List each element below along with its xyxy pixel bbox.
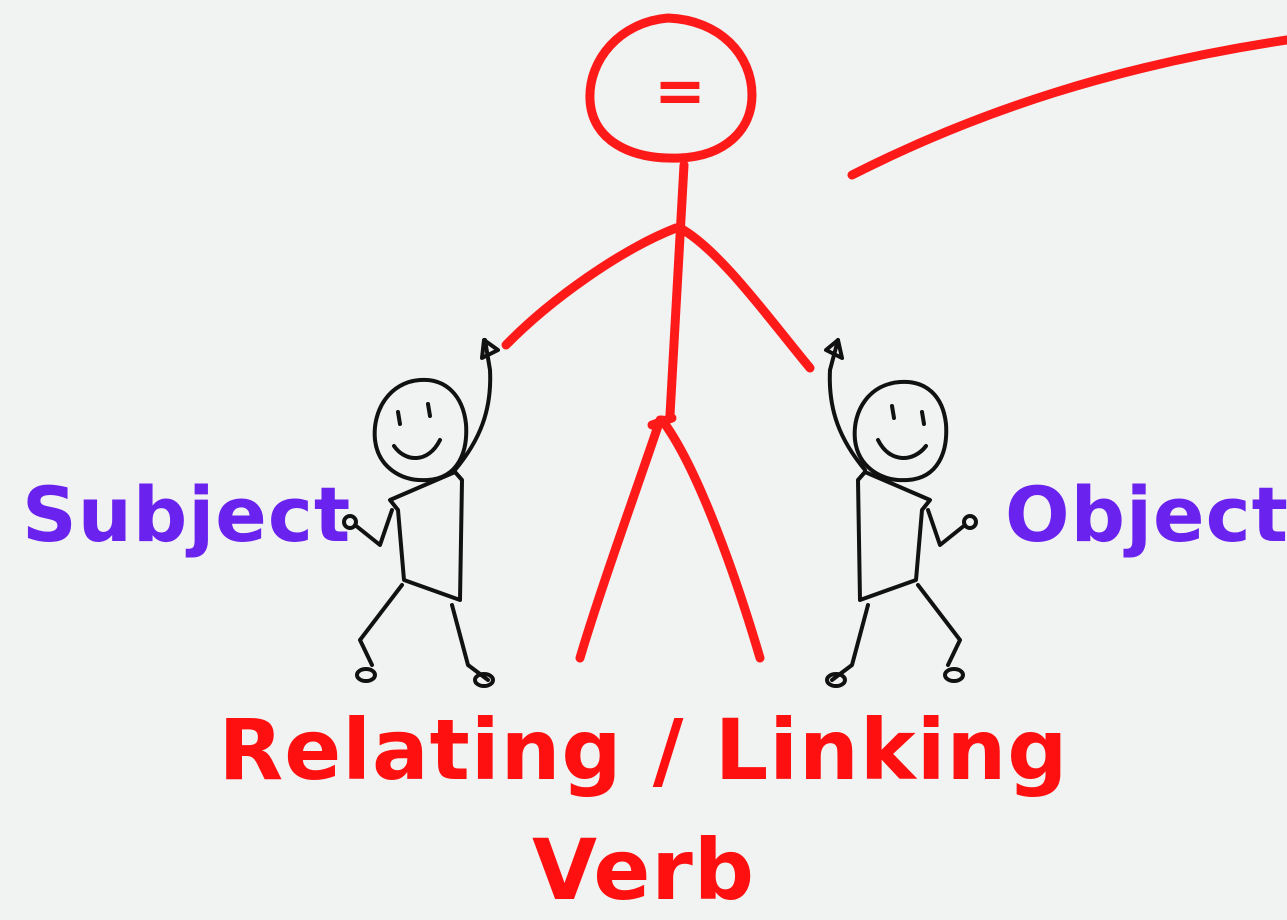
subject-figure-raised-arm	[453, 338, 493, 472]
verb-label-line2: Verb	[532, 821, 755, 919]
subject-figure-fist	[342, 514, 358, 530]
object-figure-eye-right	[920, 410, 926, 426]
subject-figure-eye-left	[396, 410, 402, 426]
connector-line	[847, 35, 1287, 180]
verb-figure-hip	[647, 413, 677, 430]
subject-figure-lower-arm	[353, 508, 394, 547]
object-figure-hand	[824, 338, 844, 360]
subject-figure-head	[372, 377, 469, 483]
subject-figure-right-leg	[450, 603, 490, 682]
subject-figure	[342, 338, 500, 688]
verb-label-line1: Relating / Linking	[218, 701, 1069, 799]
object-figure-left-leg	[830, 603, 870, 682]
subject-figure-eye-right	[426, 402, 432, 418]
object-figure-right-foot	[943, 667, 965, 683]
object-label: Object	[1005, 470, 1287, 559]
verb-figure-torso	[665, 160, 689, 420]
object-figure-fist	[962, 514, 978, 530]
object-figure-head	[852, 379, 949, 483]
object-figure-body	[856, 470, 932, 602]
verb-figure-left-leg	[575, 415, 665, 663]
subject-figure-left-foot	[355, 667, 377, 683]
verb-figure-right-arm	[675, 223, 815, 373]
verb-figure: =	[501, 13, 815, 663]
subject-figure-hand	[480, 338, 500, 360]
object-figure-right-leg	[916, 583, 962, 667]
verb-figure-right-leg	[657, 415, 765, 663]
subject-figure-left-leg	[358, 583, 404, 667]
verb-figure-head	[585, 13, 757, 163]
object-figure-eye-left	[890, 404, 896, 420]
verb-figure-left-arm	[501, 223, 681, 350]
subject-figure-smile	[392, 438, 442, 460]
object-figure-left-foot	[825, 672, 847, 688]
verb-figure-head-symbol: =	[654, 54, 706, 127]
object-figure-smile	[876, 438, 928, 460]
object-figure-raised-arm	[827, 338, 867, 472]
object-figure	[824, 338, 978, 688]
object-figure-lower-arm	[926, 508, 967, 547]
subject-figure-right-foot	[473, 672, 495, 688]
subject-label: Subject	[22, 470, 352, 559]
subject-figure-body	[388, 470, 464, 602]
